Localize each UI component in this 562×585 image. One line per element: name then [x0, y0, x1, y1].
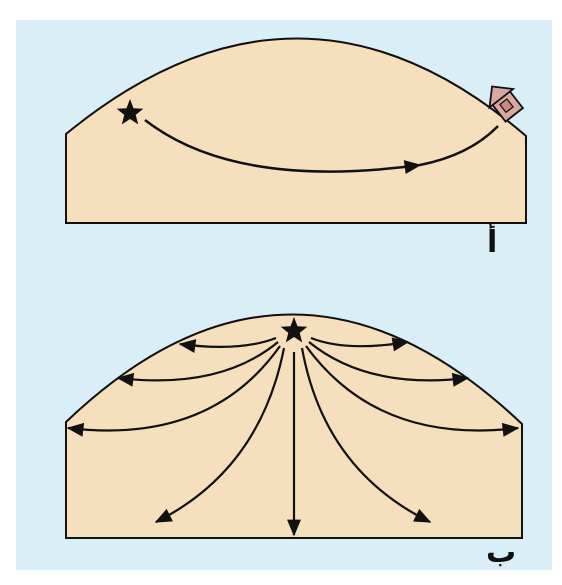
- panel-b-label: ب: [486, 535, 516, 570]
- panel-a-label: أ: [487, 225, 497, 260]
